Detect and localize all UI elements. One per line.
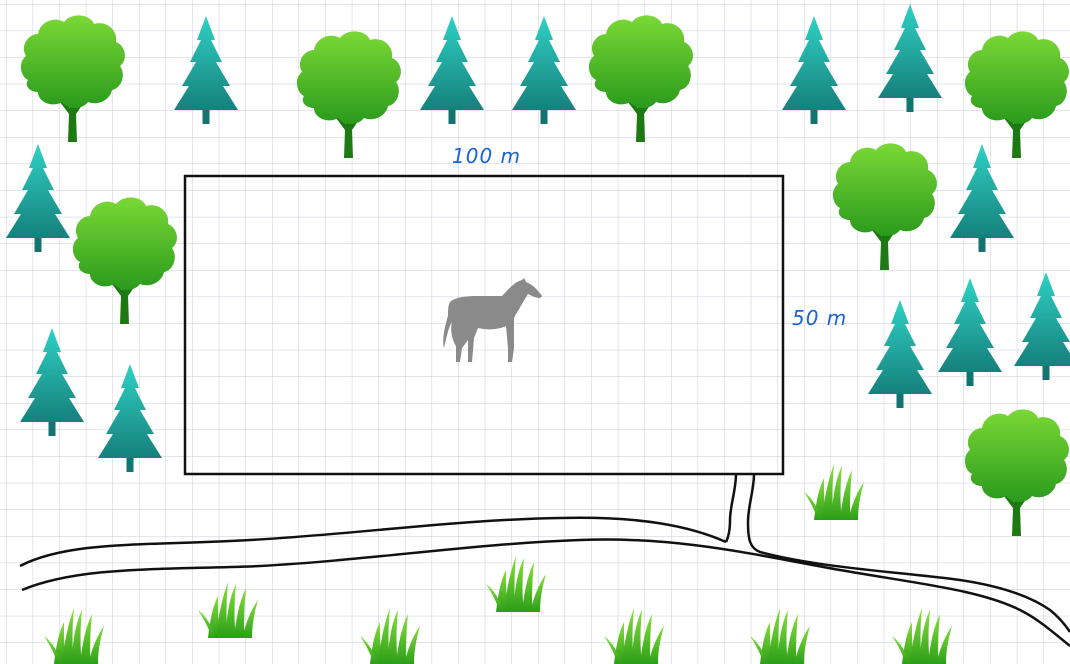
paddock-height-label: 50 m: [792, 306, 847, 330]
paddock-width-label: 100 m: [452, 144, 521, 168]
